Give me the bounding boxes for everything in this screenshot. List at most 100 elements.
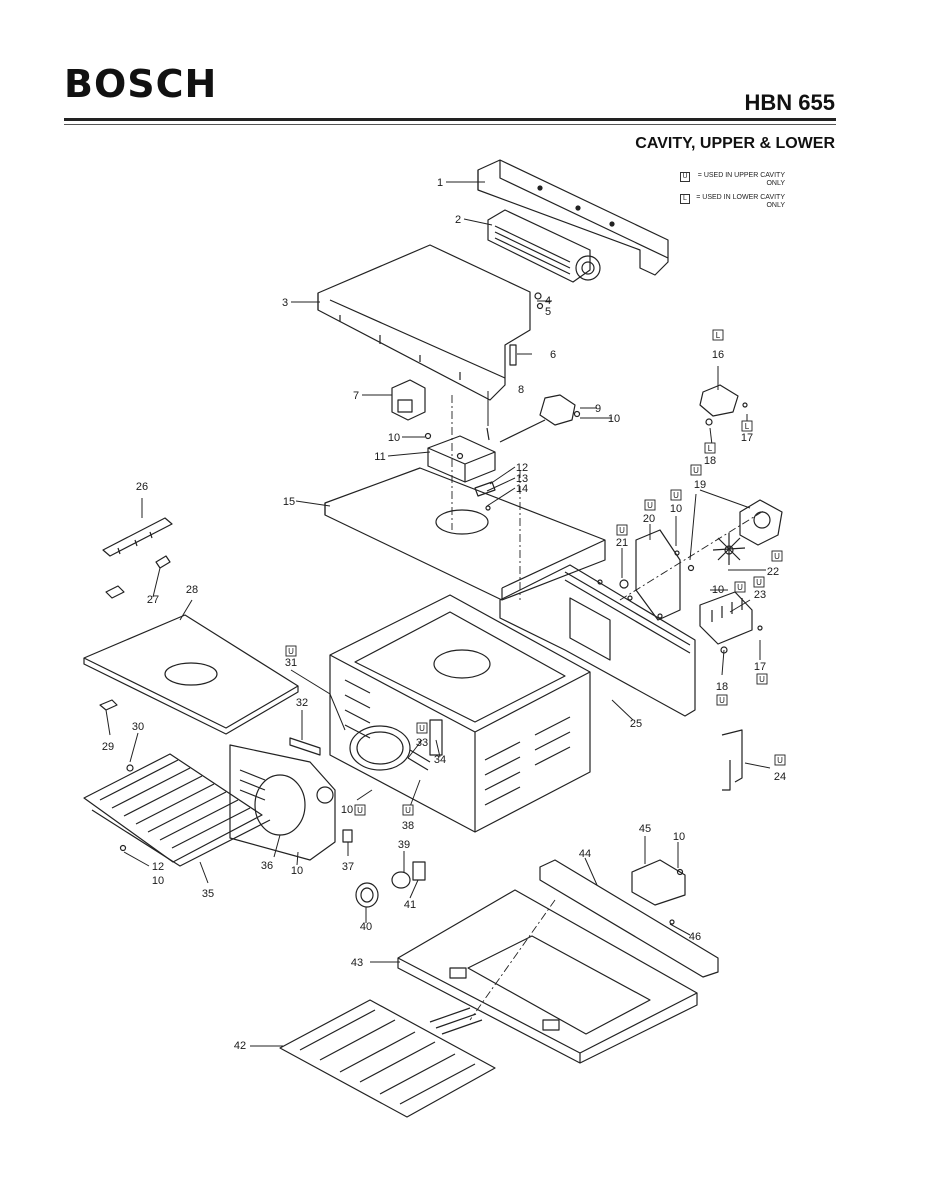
cavity-tag-code: U xyxy=(288,647,294,656)
cavity-tag-box xyxy=(690,464,702,476)
callout-number: 17 xyxy=(741,432,753,444)
leader-lines xyxy=(105,181,771,1047)
header-rule-thin xyxy=(64,124,836,125)
diagram-subtitle: CAVITY, UPPER & LOWER xyxy=(635,135,835,152)
callout-number: 13 xyxy=(516,473,528,485)
callout-number: 4 xyxy=(545,295,551,307)
part-top-bracket xyxy=(477,159,669,276)
cavity-tag-box xyxy=(616,524,628,536)
cavity-tag-code: U xyxy=(647,501,653,510)
part-rear-panel xyxy=(499,564,696,717)
callout-number: 26 xyxy=(136,481,148,493)
callout-number: 23 xyxy=(754,589,766,601)
callout-number: 25 xyxy=(630,718,642,730)
callout-number: 28 xyxy=(186,584,198,596)
part-ring-heater xyxy=(349,719,443,771)
callout-number: 35 xyxy=(202,888,214,900)
part-lamp-socket xyxy=(342,829,353,843)
cavity-tag: U xyxy=(774,754,786,766)
cavity-tag: U xyxy=(716,694,728,706)
callout-number: 33 xyxy=(416,737,428,749)
part-sensor xyxy=(509,344,517,366)
callout-number: 37 xyxy=(342,861,354,873)
cavity-tag-box xyxy=(402,804,414,816)
callout-number: 30 xyxy=(132,721,144,733)
part-rail-and-hinge xyxy=(539,859,719,978)
legend-text: = USED IN LOWER CAVITY ONLY xyxy=(696,194,785,209)
part-washer xyxy=(536,302,544,310)
legend: U = USED IN UPPER CAVITY ONLY L = USED I… xyxy=(680,172,785,216)
part-convection-fan xyxy=(687,499,783,572)
cavity-tag-box xyxy=(734,581,746,593)
part-clip xyxy=(474,481,496,497)
cavity-tag: L xyxy=(712,329,724,341)
callout-number: 12 xyxy=(516,462,528,474)
cavity-tag-code: U xyxy=(419,724,425,733)
cavity-tag-code: U xyxy=(619,526,625,535)
callout-number: 10 xyxy=(712,584,724,596)
part-screw xyxy=(486,427,490,441)
cavity-tag-code: U xyxy=(719,696,725,705)
part-bottom-heater xyxy=(279,999,496,1118)
part-support-bracket xyxy=(721,729,743,791)
callout-number: 5 xyxy=(545,306,551,318)
callout-number: 6 xyxy=(550,349,556,361)
cavity-tag-code: U xyxy=(673,491,679,500)
callout-number: 27 xyxy=(147,594,159,606)
callout-number: 21 xyxy=(616,537,628,549)
part-terminal-block xyxy=(699,591,763,654)
cavity-tag: U xyxy=(644,499,656,511)
callout-number: 32 xyxy=(296,697,308,709)
cavity-tag-box xyxy=(716,694,728,706)
cavity-tag-box xyxy=(771,550,783,562)
legend-code: U xyxy=(680,172,690,182)
part-back-cover xyxy=(229,737,336,861)
callout-number: 3 xyxy=(282,297,288,309)
cavity-tag-code: U xyxy=(357,806,363,815)
callout-number: 9 xyxy=(595,403,601,415)
cavity-tag-code: L xyxy=(716,331,721,340)
callout-number: 39 xyxy=(398,839,410,851)
cavity-tag-code: U xyxy=(693,466,699,475)
callout-number: 10 xyxy=(608,413,620,425)
cavity-tag-code: L xyxy=(708,444,713,453)
callout-number: 44 xyxy=(579,848,591,860)
model-number: HBN 655 xyxy=(744,90,835,115)
callout-number: 42 xyxy=(234,1040,246,1052)
callout-number: 10 xyxy=(291,865,303,877)
cavity-tag-box xyxy=(416,722,428,734)
callout-number: 16 xyxy=(712,349,724,361)
cavity-tag-box xyxy=(756,673,768,685)
part-top-plate xyxy=(324,467,606,601)
part-glass-tray xyxy=(83,614,299,735)
callout-number: 17 xyxy=(754,661,766,673)
callout-number: 38 xyxy=(402,820,414,832)
callout-number: 11 xyxy=(374,451,385,463)
cavity-tag: U xyxy=(285,645,297,657)
cavity-tag: U xyxy=(616,524,628,536)
legend-item-lower: L = USED IN LOWER CAVITY ONLY xyxy=(680,194,785,210)
brand-logo: BOSCH xyxy=(64,62,218,106)
callout-number: 12 xyxy=(152,861,164,873)
callout-number: 1 xyxy=(437,177,443,189)
cavity-tag: U xyxy=(771,550,783,562)
cavity-tag-box xyxy=(753,576,765,588)
cavity-tag-box xyxy=(285,645,297,657)
part-transformer xyxy=(391,379,426,421)
callout-number: 45 xyxy=(639,823,651,835)
callout-number: 18 xyxy=(704,455,716,467)
callout-number: 34 xyxy=(434,754,446,766)
part-cover-plate xyxy=(619,529,681,621)
cavity-tag: U xyxy=(416,722,428,734)
part-oven-cavity xyxy=(329,594,591,833)
callout-number: 24 xyxy=(774,771,786,783)
cavity-tag-code: U xyxy=(737,583,743,592)
callout-number: 10 xyxy=(673,831,685,843)
callout-number: 20 xyxy=(643,513,655,525)
cavity-tag-code: U xyxy=(405,806,411,815)
callout-number: 40 xyxy=(360,921,372,933)
callout-number: 7 xyxy=(353,390,359,402)
